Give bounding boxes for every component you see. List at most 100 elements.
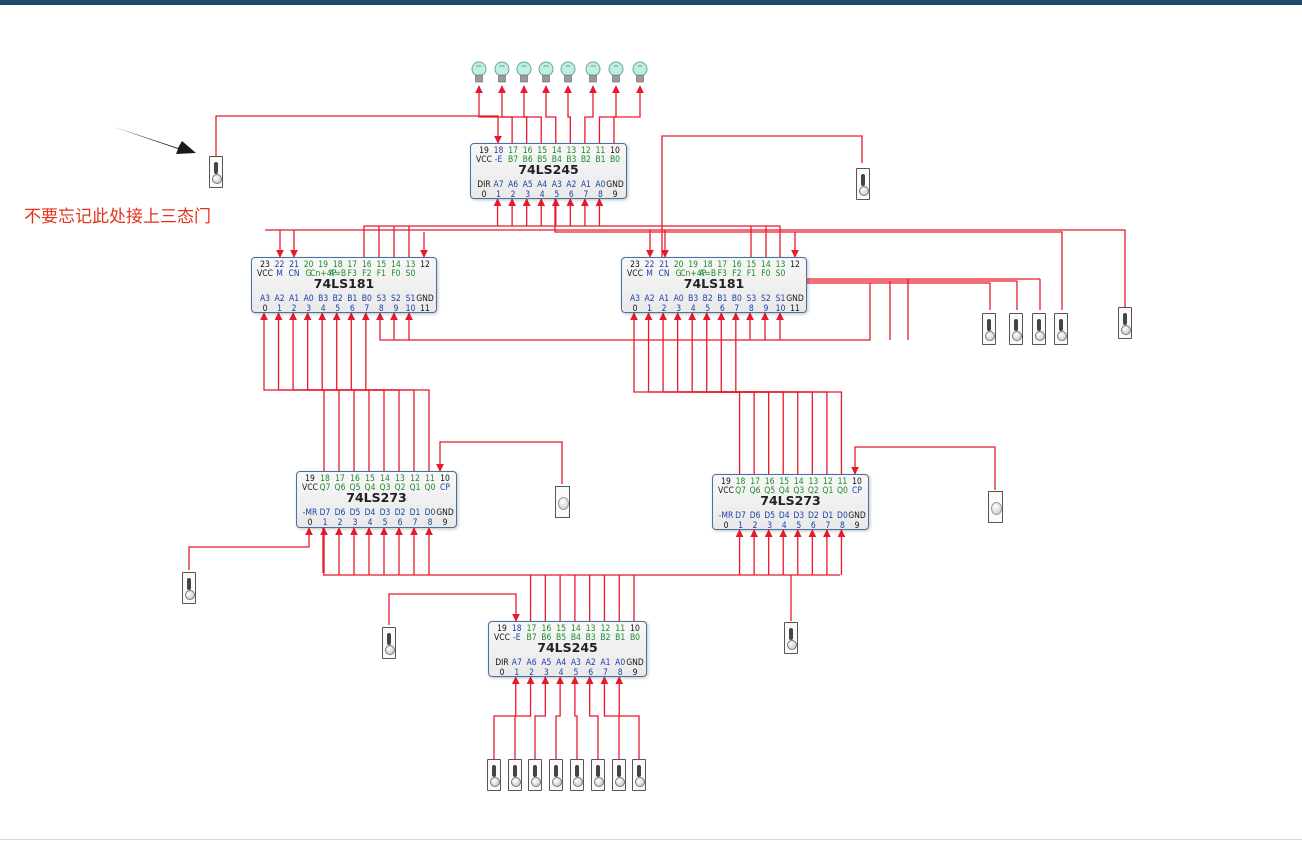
pin-number: 20 (673, 260, 684, 270)
switch-knob-icon (1057, 331, 1067, 341)
toggle-switch[interactable] (591, 759, 605, 791)
toggle-switch[interactable] (1054, 313, 1068, 345)
pin-number: 2 (337, 518, 343, 528)
toggle-switch[interactable] (549, 759, 563, 791)
pin-label: F0 (391, 269, 401, 279)
pin-number: 16 (731, 260, 742, 270)
toggle-switch[interactable] (487, 759, 501, 791)
push-button[interactable] (555, 486, 570, 518)
button-dot-icon (558, 497, 569, 510)
wire (585, 676, 599, 759)
toggle-switch[interactable] (784, 622, 798, 654)
pin-number: 18 (493, 146, 504, 156)
wire (498, 85, 528, 143)
pin-number: 7 (825, 521, 831, 531)
pin-label: D6 (334, 508, 346, 518)
pin-number: 15 (537, 146, 548, 156)
pin-label: Cn+4P (680, 269, 707, 279)
pin-number: 5 (705, 304, 711, 314)
toggle-switch[interactable] (612, 759, 626, 791)
pin-number: 16 (350, 474, 360, 484)
toggle-switch[interactable] (982, 313, 996, 345)
toggle-switch[interactable] (1009, 313, 1023, 345)
pin-label: CN (288, 269, 300, 279)
pin-label: Q2 (807, 486, 819, 496)
wire (598, 85, 620, 143)
pin-number: 12 (600, 624, 611, 634)
pin-label: A3 (570, 658, 581, 668)
toggle-switch[interactable] (632, 759, 646, 791)
pin-label: F3 (717, 269, 727, 279)
toggle-switch[interactable] (1118, 307, 1132, 339)
pin-label: B4 (551, 155, 562, 165)
wire (347, 312, 415, 471)
toggle-switch[interactable] (382, 627, 396, 659)
toggle-switch[interactable] (508, 759, 522, 791)
pin-label: A3 (259, 294, 271, 304)
pin-label: -E (494, 155, 503, 165)
pin-number: 9 (442, 518, 448, 528)
switch-lever-icon (617, 765, 621, 777)
pin-label: A=B (329, 269, 347, 279)
pin-label: S2 (761, 294, 771, 304)
toggle-switch[interactable] (856, 168, 870, 200)
pin-number: 14 (380, 474, 390, 484)
chip-title: 74LS245 (537, 640, 598, 655)
pin-label: F1 (746, 269, 756, 279)
pin-number: 21 (659, 260, 669, 270)
pin-label: D5 (764, 511, 776, 521)
push-button[interactable] (988, 491, 1003, 523)
toggle-switch[interactable] (209, 156, 223, 188)
toggle-switch[interactable] (570, 759, 584, 791)
pin-number: 3 (525, 190, 531, 200)
pin-number: 11 (615, 624, 626, 634)
pin-number: 19 (479, 146, 489, 156)
pin-label: D0 (837, 511, 848, 521)
pin-label: B0 (609, 155, 621, 165)
pin-number: 13 (808, 477, 819, 487)
pin-number: 6 (588, 668, 594, 678)
pin-number: 17 (750, 477, 760, 487)
pin-label: F2 (362, 269, 372, 279)
light-bulb-icon (632, 61, 648, 83)
pin-number: 8 (378, 304, 384, 314)
switch-lever-icon (492, 765, 496, 777)
pin-number: 7 (412, 518, 418, 528)
pin-label: A0 (303, 294, 314, 304)
wire (659, 312, 770, 474)
wire (376, 283, 871, 341)
pin-number: 8 (748, 304, 754, 314)
pin-number: 11 (837, 477, 848, 487)
pin-number: 6 (397, 518, 403, 528)
pin-label: B4 (570, 633, 581, 643)
pin-label: Q1 (822, 486, 834, 496)
pin-number: 8 (598, 190, 603, 200)
pin-label: A7 (493, 180, 504, 190)
toggle-switch[interactable] (528, 759, 542, 791)
wire (260, 312, 325, 471)
pin-label: B5 (537, 155, 548, 165)
pin-number: 8 (427, 518, 433, 528)
toggle-switch[interactable] (1032, 313, 1046, 345)
toggle-switch[interactable] (182, 572, 196, 604)
pin-label: B6 (541, 633, 552, 643)
pin-label: B3 (688, 294, 699, 304)
pin-label: A=B (699, 269, 717, 279)
pin-label: A0 (673, 294, 684, 304)
switch-knob-icon (490, 777, 500, 787)
switch-knob-icon (594, 777, 604, 787)
switch-knob-icon (1012, 331, 1022, 341)
pin-number: 7 (734, 304, 740, 314)
wire (361, 312, 430, 471)
switch-lever-icon (387, 633, 391, 645)
